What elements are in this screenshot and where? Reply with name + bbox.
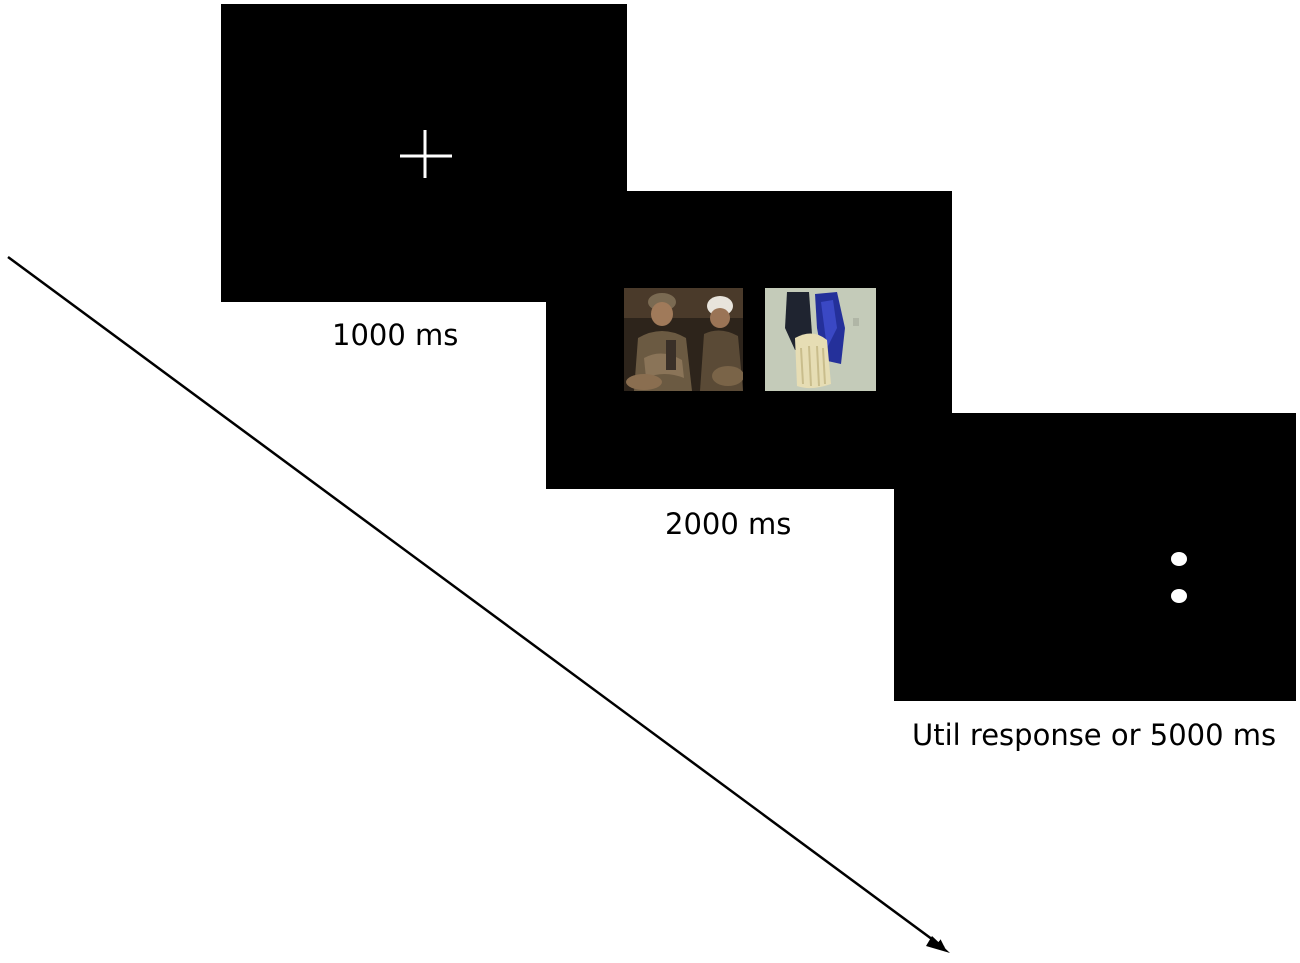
fixation-duration-label: 1000 ms [332, 318, 459, 352]
emotional-photo [624, 288, 743, 391]
fixation-cross-icon [400, 130, 452, 178]
probe-duration-label: Util response or 5000 ms [912, 718, 1277, 752]
neutral-photo [765, 288, 876, 391]
image-pair-screen [546, 191, 952, 489]
probe-dots-icon [1171, 552, 1187, 603]
image-pair-duration-label: 2000 ms [665, 507, 792, 541]
probe-screen [894, 413, 1296, 701]
